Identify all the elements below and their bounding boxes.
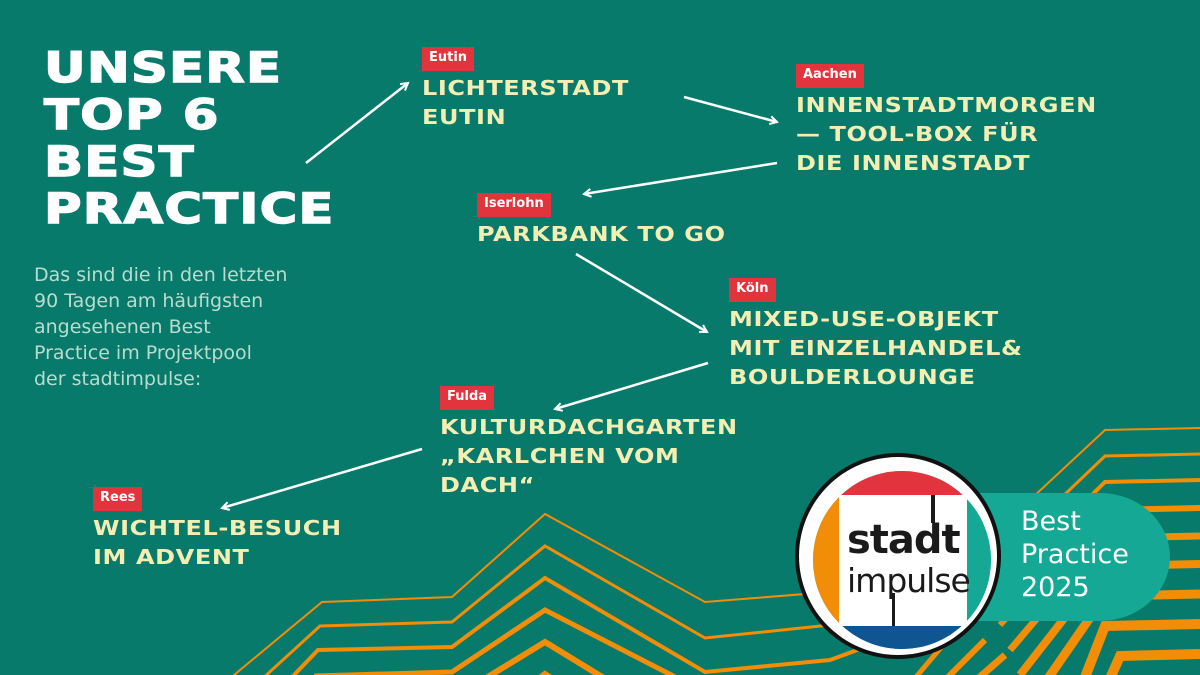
headline-line: TOP 6 bbox=[43, 90, 220, 139]
intro-line: 90 Tagen am häufigsten bbox=[34, 290, 264, 312]
intro-text: Das sind die in den letzten 90 Tagen am … bbox=[34, 262, 334, 392]
logo-ring: stadt impulse bbox=[799, 457, 997, 655]
headline-line: BEST bbox=[43, 137, 195, 186]
entry-aachen: Aachen InnenstadtMorgen — Tool-Box für d… bbox=[796, 64, 1096, 178]
entry-title: Mixed-Use-Objekt mit Einzelhandel& Bould… bbox=[729, 305, 1023, 392]
logo-inner: stadt impulse bbox=[813, 471, 991, 649]
ribbon-line: Practice bbox=[1021, 539, 1129, 570]
entry-title: InnenstadtMorgen — Tool-Box für die Inne… bbox=[796, 91, 1097, 178]
logo-teal-band bbox=[967, 495, 991, 626]
city-tag: Aachen bbox=[796, 64, 864, 88]
title-line: Lichterstadt bbox=[422, 76, 630, 100]
city-tag: Rees bbox=[93, 487, 143, 511]
city-tag: Köln bbox=[729, 278, 776, 302]
entry-koeln: Köln Mixed-Use-Objekt mit Einzelhandel& … bbox=[729, 278, 1022, 392]
entry-title: Kulturdachgarten „Karlchen vom Dach“ bbox=[440, 413, 738, 500]
entry-title: Lichterstadt Eutin bbox=[422, 74, 629, 132]
title-line: — Tool-Box für bbox=[796, 122, 1039, 146]
title-line: „Karlchen vom bbox=[440, 444, 680, 468]
logo-word-impulse: impulse bbox=[847, 561, 971, 600]
logo-bar-top bbox=[931, 495, 935, 523]
title-line: Eutin bbox=[422, 105, 507, 129]
logo-bar-bottom bbox=[892, 593, 895, 626]
ribbon-line: 2025 bbox=[1021, 572, 1090, 603]
logo-red-band bbox=[813, 471, 991, 495]
entry-fulda: Fulda Kulturdachgarten „Karlchen vom Dac… bbox=[440, 386, 737, 500]
headline: UNSERE TOP 6 BEST PRACTICE bbox=[43, 43, 335, 233]
title-line: Parkbank to go bbox=[477, 222, 726, 246]
logo-white-square bbox=[839, 495, 967, 626]
logo-word-stadt: stadt bbox=[847, 517, 961, 563]
title-line: InnenstadtMorgen bbox=[796, 93, 1097, 117]
title-line: Kulturdachgarten bbox=[440, 415, 738, 439]
intro-line: angesehenen Best bbox=[34, 316, 211, 338]
headline-line: UNSERE bbox=[43, 43, 283, 92]
title-line: die Innenstadt bbox=[796, 151, 1031, 175]
city-tag: Fulda bbox=[440, 386, 495, 410]
intro-line: Practice im Projektpool bbox=[34, 342, 252, 364]
intro-line: Das sind die in den letzten bbox=[34, 264, 288, 286]
ribbon-text: Best Practice 2025 bbox=[1021, 505, 1129, 604]
city-tag: Eutin bbox=[422, 47, 475, 71]
title-line: mit Einzelhandel& bbox=[729, 336, 1023, 360]
entry-rees: Rees Wichtel-Besuch im Advent bbox=[93, 487, 341, 572]
best-practice-badge: Best Practice 2025 stadt impulse bbox=[795, 453, 1170, 663]
entry-title: Wichtel-Besuch im Advent bbox=[93, 514, 342, 572]
entry-title: Parkbank to go bbox=[477, 220, 726, 249]
entry-eutin: Eutin Lichterstadt Eutin bbox=[422, 47, 628, 132]
ribbon-line: Best bbox=[1021, 506, 1081, 537]
title-line: Dach“ bbox=[440, 473, 535, 497]
title-line: Mixed-Use-Objekt bbox=[729, 307, 999, 331]
headline-line: PRACTICE bbox=[43, 184, 335, 233]
title-line: Boulderlounge bbox=[729, 365, 976, 389]
logo-blue-band bbox=[813, 626, 991, 649]
logo-orange-band bbox=[813, 495, 839, 626]
entry-iserlohn: Iserlohn Parkbank to go bbox=[477, 193, 725, 249]
stadtimpulse-logo: stadt impulse bbox=[795, 453, 1001, 659]
title-line: im Advent bbox=[93, 545, 250, 569]
intro-line: der stadtimpulse: bbox=[34, 368, 202, 390]
city-tag: Iserlohn bbox=[477, 193, 551, 217]
title-line: Wichtel-Besuch bbox=[93, 516, 342, 540]
